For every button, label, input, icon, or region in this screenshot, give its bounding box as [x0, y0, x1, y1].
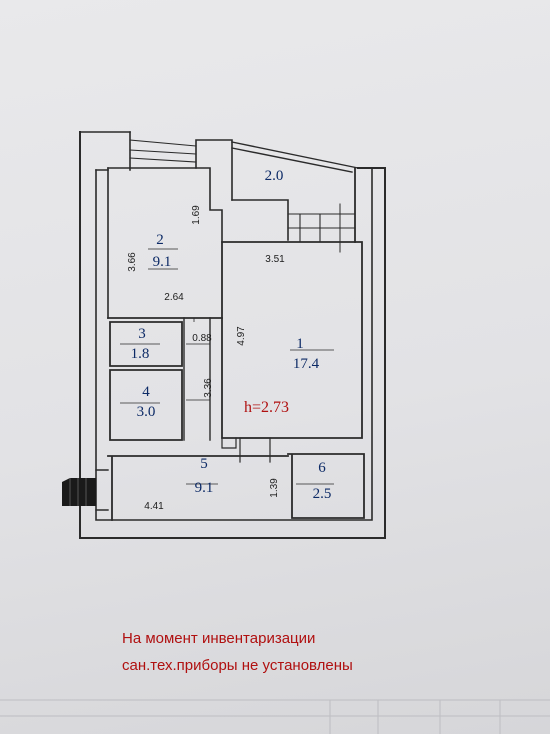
entrance-arrow-icon: [62, 478, 96, 506]
note-line-1: На момент инвентаризации: [122, 630, 315, 647]
room-1-number: 1: [296, 336, 304, 352]
room-4-number: 4: [142, 384, 150, 400]
dimension-1-69: 1.69: [191, 205, 202, 225]
entrance-arrow-stripes: [69, 478, 87, 506]
room-5-area: 9.1: [195, 480, 214, 496]
dimension-lines: [120, 248, 334, 485]
balcony-area: 2.0: [265, 168, 284, 184]
room-5-number: 5: [200, 456, 208, 472]
room-3-number: 3: [138, 326, 146, 342]
dimension-0-88: 0.88: [192, 333, 212, 344]
room-3-area: 1.8: [131, 346, 150, 362]
room-4-area: 3.0: [137, 404, 156, 420]
note-line-2: сан.тех.приборы не установлены: [122, 657, 353, 674]
room-6-number: 6: [318, 460, 326, 476]
room-2-number: 2: [156, 232, 164, 248]
dimension-2-64: 2.64: [164, 292, 184, 303]
room-6-area: 2.5: [313, 486, 332, 502]
dimension-4-41: 4.41: [144, 501, 164, 512]
dimension-3-51: 3.51: [265, 254, 285, 265]
dimension-1-39: 1.39: [269, 478, 280, 498]
dimension-4-97: 4.97: [236, 326, 247, 346]
room-1-area: 17.4: [293, 356, 320, 372]
dimension-3-66: 3.66: [127, 252, 138, 272]
dimension-3-36: 3.36: [203, 378, 214, 398]
bottom-table-lines: [0, 699, 550, 734]
room-2-area: 9.1: [153, 254, 172, 270]
walls: [79, 131, 386, 539]
ceiling-height: h=2.73: [244, 399, 289, 416]
